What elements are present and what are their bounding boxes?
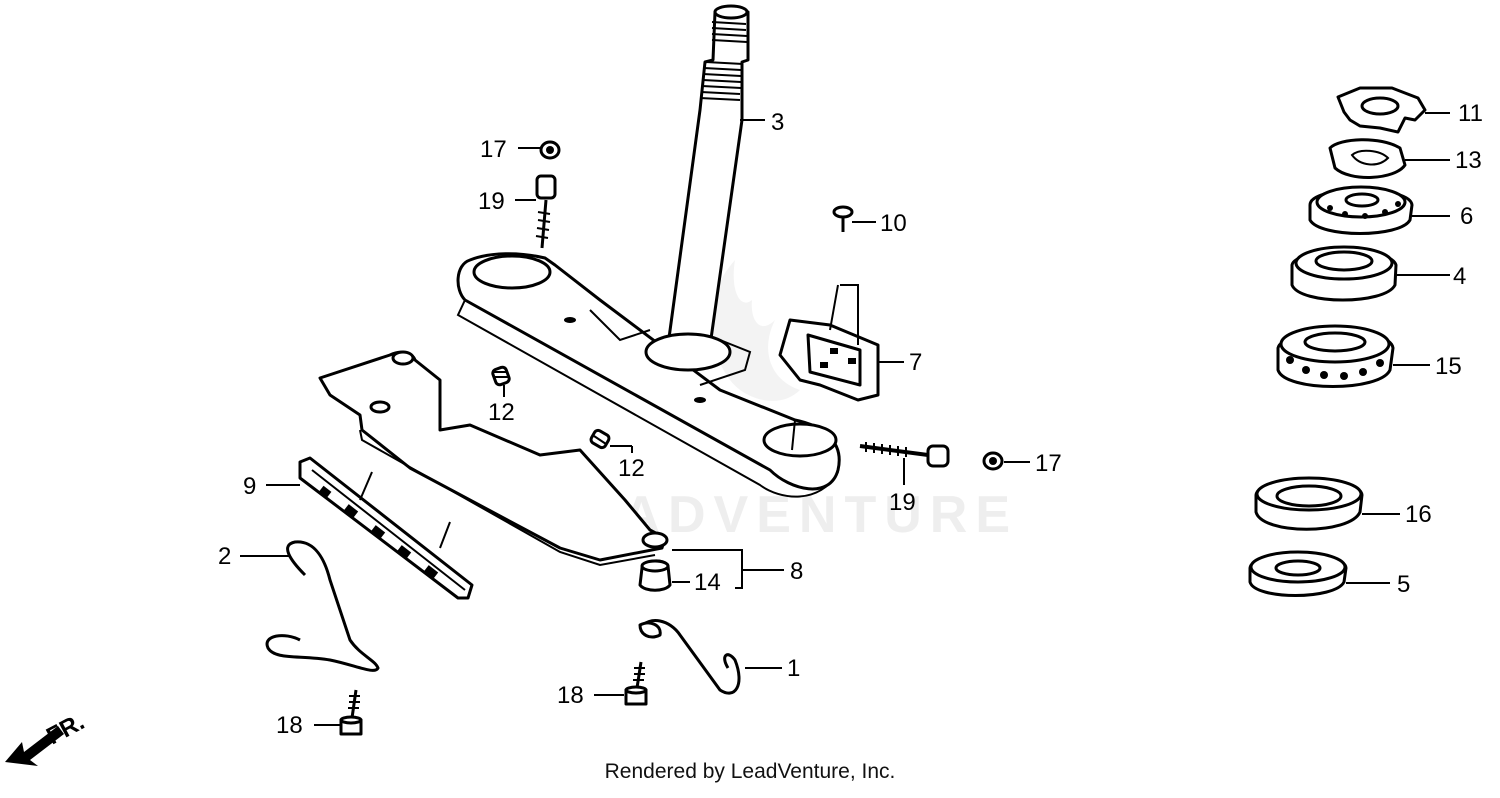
callout-6: 6: [1460, 203, 1473, 230]
bearing-race-16: [1254, 476, 1364, 531]
ball-race-6: [1308, 185, 1414, 235]
switch-bracket-7: [778, 284, 880, 402]
dowel-pin-12b: [589, 428, 611, 450]
callout-9: 9: [243, 473, 256, 500]
nut-17-top: [539, 140, 561, 160]
bolt-18-right: [624, 661, 648, 706]
callouts: 3 17 19 10 7 12 12 9 2 8 14 1 18 18 19 1…: [218, 100, 1483, 739]
leader-lines: [240, 112, 1450, 726]
callout-19-top: 19: [478, 188, 505, 215]
callout-11: 11: [1458, 100, 1483, 127]
steering-cover: [318, 350, 669, 567]
wire-clip-left: [265, 540, 380, 672]
dust-seal-5: [1248, 550, 1348, 597]
bearing-15: [1276, 324, 1395, 388]
callout-5: 5: [1397, 571, 1410, 598]
nut-17-right: [982, 451, 1004, 471]
emblem-plate: [298, 456, 474, 600]
callout-17-top: 17: [480, 136, 507, 163]
callout-10: 10: [880, 210, 907, 237]
bottom-bridge: [456, 252, 841, 498]
callout-18-left: 18: [276, 712, 303, 739]
callout-4: 4: [1453, 263, 1466, 290]
collar-14: [638, 559, 672, 592]
callout-19-right: 19: [889, 489, 916, 516]
callout-15: 15: [1435, 353, 1462, 380]
washer-13: [1328, 138, 1407, 179]
callout-3: 3: [771, 109, 784, 136]
callout-8: 8: [790, 558, 803, 585]
watermark-flame-logo: [710, 260, 800, 401]
callout-16: 16: [1405, 501, 1432, 528]
callout-1: 1: [787, 655, 800, 682]
wire-clip-right: [638, 619, 741, 695]
callout-12-right: 12: [618, 455, 645, 482]
dowel-pin-12a: [491, 365, 511, 387]
screw-10: [832, 205, 854, 232]
callout-13: 13: [1455, 147, 1482, 174]
callout-12-left: 12: [488, 399, 515, 426]
callout-17-right: 17: [1035, 450, 1062, 477]
credit-text: Rendered by LeadVenture, Inc.: [604, 760, 896, 783]
bearing-race-4: [1290, 245, 1398, 302]
bolt-19-top: [535, 174, 557, 249]
callout-7: 7: [909, 349, 922, 376]
bolt-19-right: [859, 442, 950, 468]
bolt-18-left: [339, 689, 363, 736]
front-direction-arrow-icon: [5, 726, 64, 766]
callout-18-right: 18: [557, 682, 584, 709]
lock-washer-11: [1336, 86, 1427, 134]
callout-2: 2: [218, 543, 231, 570]
callout-14: 14: [694, 569, 721, 596]
